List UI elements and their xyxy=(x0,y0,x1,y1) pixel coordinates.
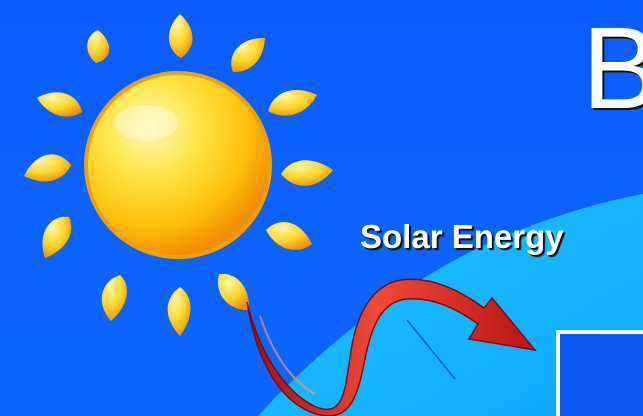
blue-framed-box xyxy=(556,330,643,416)
sun-rays xyxy=(24,14,333,336)
sun-icon xyxy=(24,14,333,336)
slide-title-fragment: B xyxy=(582,3,643,133)
solar-energy-label: Solar Energy xyxy=(360,218,564,255)
